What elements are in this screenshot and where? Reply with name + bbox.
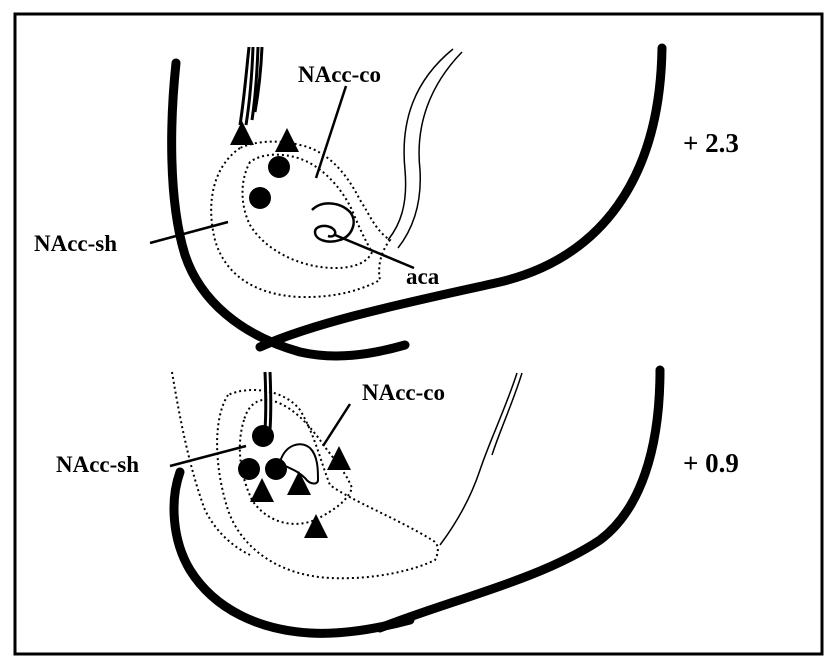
upper-coordinate: + 2.3	[683, 128, 739, 158]
lower-shell-label: NAcc-sh	[56, 452, 139, 477]
upper-core-label: NAcc-co	[298, 62, 381, 87]
upper-circle-marker	[268, 156, 290, 178]
lower-circle-marker	[238, 458, 260, 480]
lower-circle-marker	[265, 458, 287, 480]
lower-circle-marker	[252, 425, 274, 447]
figure-border	[15, 14, 822, 654]
lower-core-label: NAcc-co	[362, 380, 445, 405]
upper-aca-label: aca	[406, 264, 440, 289]
upper-shell-label: NAcc-sh	[34, 231, 117, 256]
upper-circle-marker	[249, 187, 271, 209]
lower-coordinate: + 0.9	[683, 448, 739, 478]
